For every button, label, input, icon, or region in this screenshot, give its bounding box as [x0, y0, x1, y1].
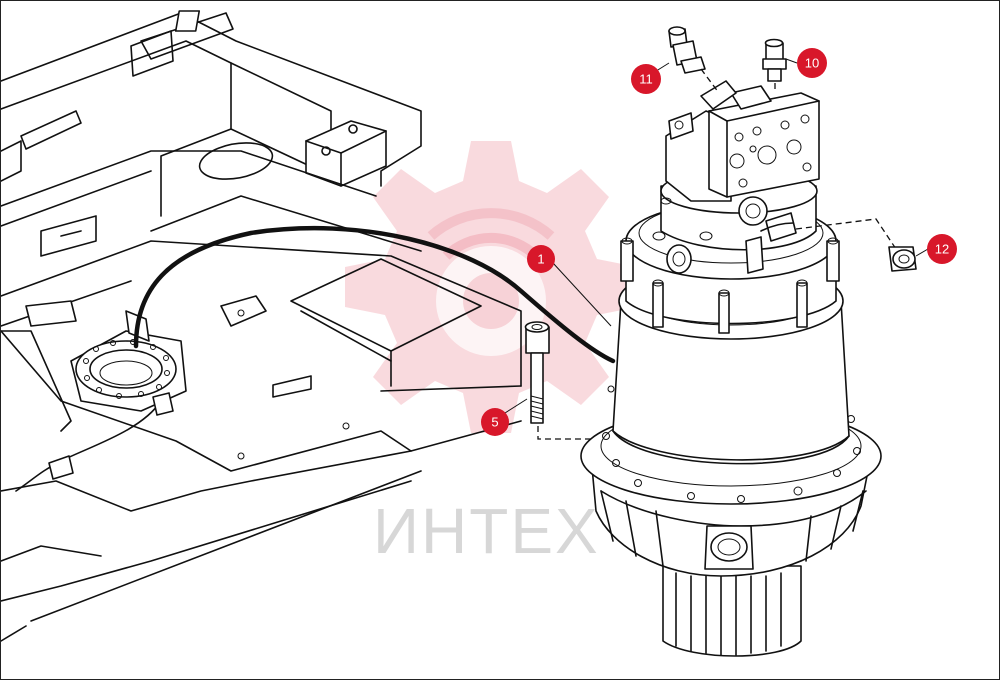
watermark-gear-logo — [345, 141, 637, 433]
sensor-cable — [15, 392, 174, 492]
upper-frame — [1, 10, 522, 642]
union-fitting — [668, 26, 720, 94]
hydraulic-hose — [133, 226, 616, 364]
svg-text:1: 1 — [537, 252, 544, 267]
swing-reduction-gear — [580, 80, 882, 657]
leader-lines — [504, 58, 929, 414]
watermark-text: ИНТЕХ — [373, 495, 600, 567]
callout-12: 12 — [927, 234, 957, 264]
callout-10: 10 — [797, 48, 827, 78]
drain-plug — [795, 218, 917, 272]
callout-1: 1 — [527, 245, 555, 273]
svg-text:12: 12 — [935, 242, 949, 257]
mounting-bolt — [524, 321, 637, 471]
svg-text:11: 11 — [639, 72, 653, 87]
svg-text:10: 10 — [805, 56, 819, 71]
callout-5: 5 — [481, 408, 509, 436]
plug-fitting — [762, 38, 787, 93]
svg-text:5: 5 — [491, 415, 498, 430]
callout-11: 11 — [631, 64, 661, 94]
